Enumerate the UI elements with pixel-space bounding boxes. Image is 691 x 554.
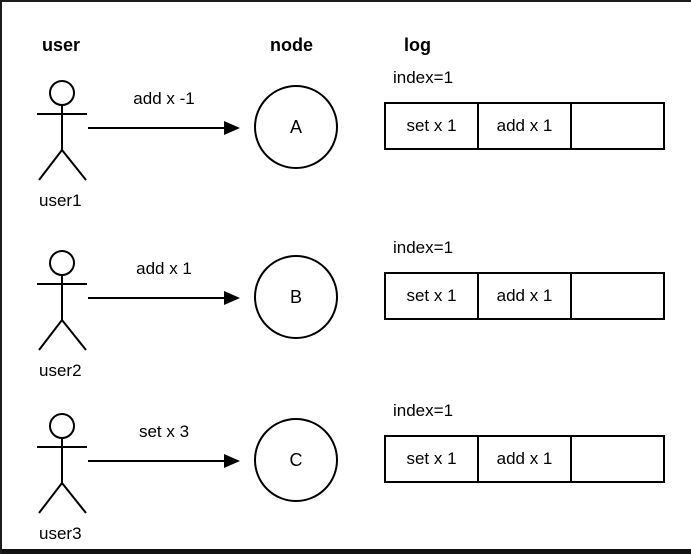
actor-stick-figure-icon [37, 250, 87, 351]
message-label: add x 1 [136, 259, 192, 278]
arrow-right-icon [88, 121, 240, 135]
log-table: set x 1 add x 1 [384, 435, 665, 483]
diagram-row-user1: add x -1 A index=1 set x 1 add x 1 user1 [2, 68, 691, 228]
arrow-right-icon [88, 291, 240, 305]
user-name-label: user2 [39, 361, 82, 380]
diagram-row-user3: set x 3 C index=1 set x 1 add x 1 user3 [2, 401, 691, 554]
message-label: add x -1 [133, 89, 195, 108]
node-circle: C [254, 418, 338, 502]
node-label: A [289, 116, 302, 137]
diagram-row-user2: add x 1 B index=1 set x 1 add x 1 user2 [2, 238, 691, 398]
column-header-user: user [42, 35, 81, 55]
log-cell: set x 1 [384, 272, 479, 320]
log-index-label: index=1 [393, 68, 454, 87]
log-cell: add x 1 [479, 272, 572, 320]
log-cell: add x 1 [479, 435, 572, 483]
bottom-edge-bar [2, 549, 691, 554]
actor-stick-figure-icon [37, 413, 87, 514]
column-header-node: node [270, 35, 313, 55]
user-name-label: user1 [39, 191, 82, 210]
arrow-right-icon [88, 454, 240, 468]
log-index-label: index=1 [393, 238, 454, 257]
log-table: set x 1 add x 1 [384, 272, 665, 320]
log-index-label: index=1 [393, 401, 454, 420]
log-cell: add x 1 [479, 102, 572, 150]
node-label: B [289, 286, 302, 307]
log-table: set x 1 add x 1 [384, 102, 665, 150]
actor-stick-figure-icon [37, 80, 87, 181]
log-cell-empty [572, 272, 665, 320]
log-cell: set x 1 [384, 435, 479, 483]
log-cell-empty [572, 435, 665, 483]
column-header-log: log [404, 35, 431, 55]
node-circle: B [254, 255, 338, 339]
user-name-label: user3 [39, 524, 82, 543]
node-label: C [289, 449, 303, 470]
log-cell-empty [572, 102, 665, 150]
node-circle: A [254, 85, 338, 169]
message-label: set x 3 [138, 422, 190, 441]
log-cell: set x 1 [384, 102, 479, 150]
